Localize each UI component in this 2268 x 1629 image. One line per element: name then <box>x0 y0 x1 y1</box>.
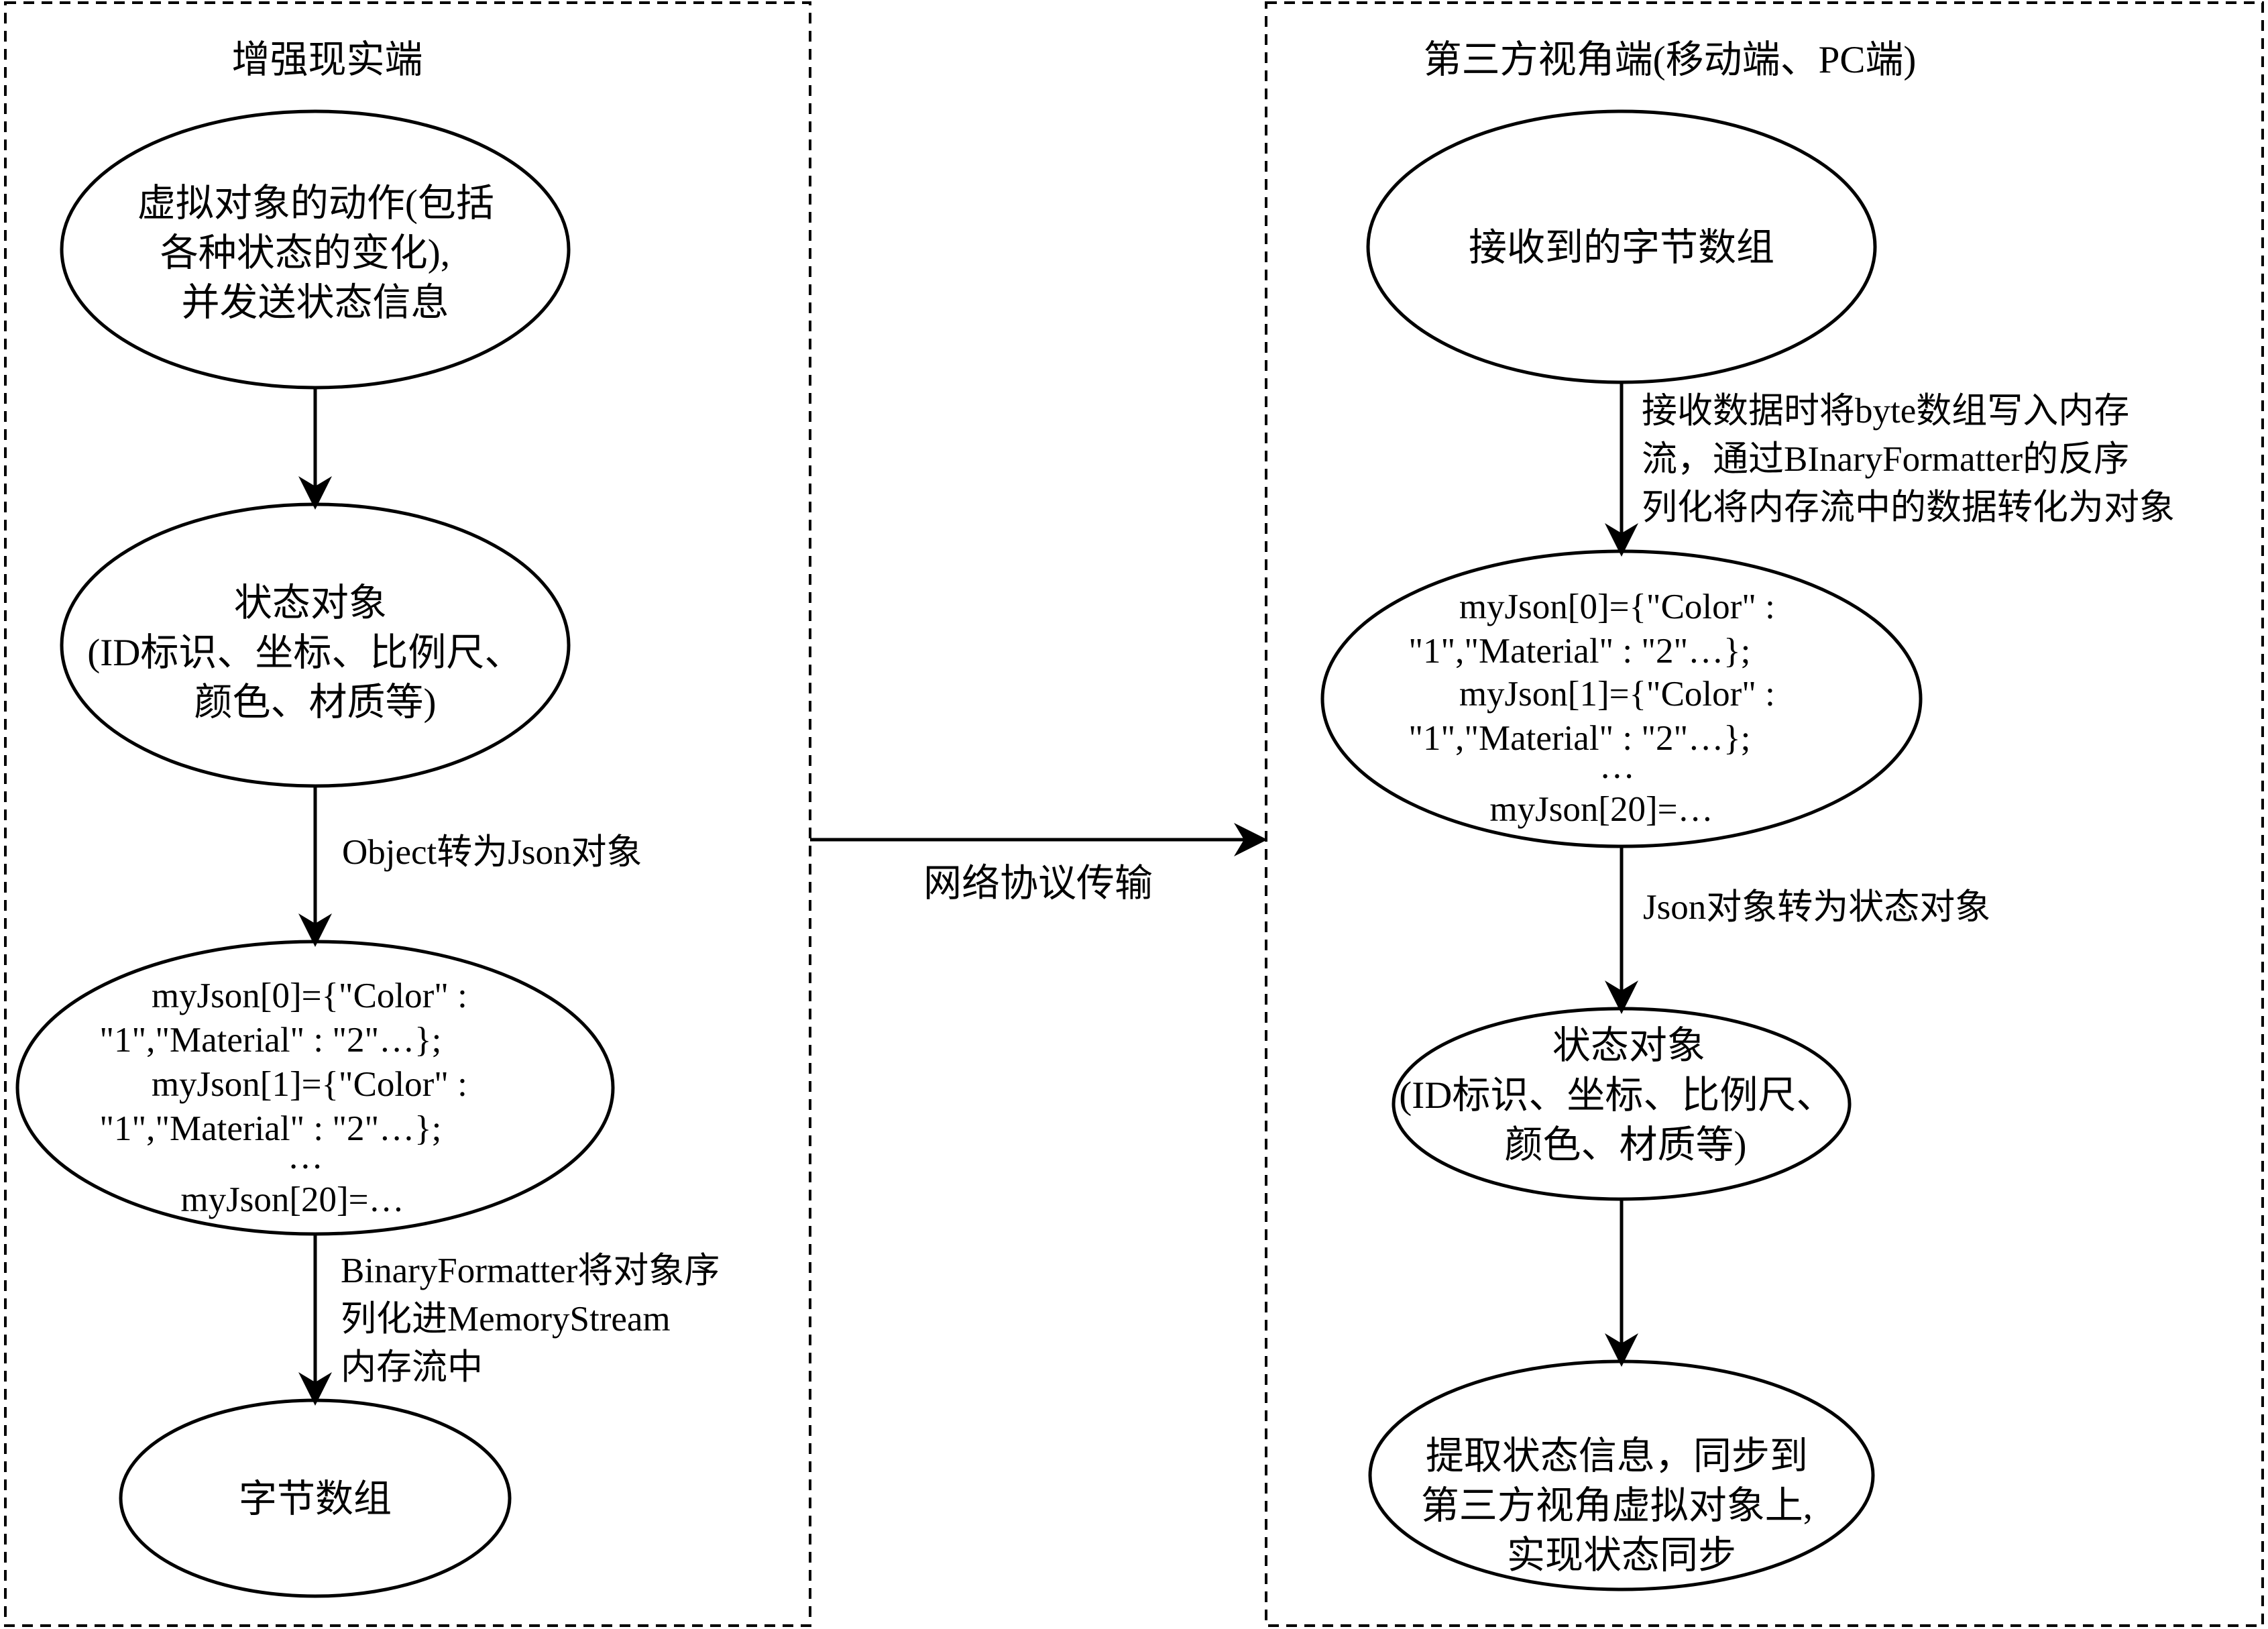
edge-label-deserialize: 接收数据时将byte数组写入内存 流，通过BInaryFormatter的反序 … <box>1642 392 2175 527</box>
node-right-json-text: myJson[0]={"Color" : "1","Material" : "2… <box>1408 587 1784 829</box>
node-left-state-text: 状态对象 (ID标识、坐标、比例尺、 颜色、材质等) <box>87 582 532 724</box>
node-left-action <box>60 109 571 390</box>
node-right-state-text: 状态对象 (ID标识、坐标、比例尺、 颜色、材质等) <box>1399 1025 1844 1166</box>
node-right-recv <box>1366 109 1877 384</box>
left-panel <box>4 1 811 1627</box>
right-panel-title: 第三方视角端(移动端、PC端) <box>1424 39 1917 81</box>
node-left-bytes-text: 字节数组 <box>239 1478 392 1520</box>
edge-label-json-to-state: Json对象转为状态对象 <box>1643 888 1990 927</box>
node-right-recv-text: 接收到的字节数组 <box>1469 227 1774 269</box>
edge-label-binaryformatter: BinaryFormatter将对象序 列化进MemoryStream 内存流中 <box>341 1251 729 1387</box>
network-label: 网络协议传输 <box>923 862 1153 905</box>
node-right-sync-text: 提取状态信息，同步到 第三方视角虚拟对象上, 实现状态同步 <box>1421 1435 1823 1577</box>
right-panel <box>1265 1 2264 1627</box>
left-panel-title: 增强现实端 <box>232 39 423 81</box>
node-left-action-text: 虚拟对象的动作(包括 各种状态的变化), 并发送状态信息 <box>137 182 504 324</box>
edge-label-object-to-json: Object转为Json对象 <box>342 833 642 872</box>
node-left-json-text: myJson[0]={"Color" : "1","Material" : "2… <box>99 976 476 1219</box>
